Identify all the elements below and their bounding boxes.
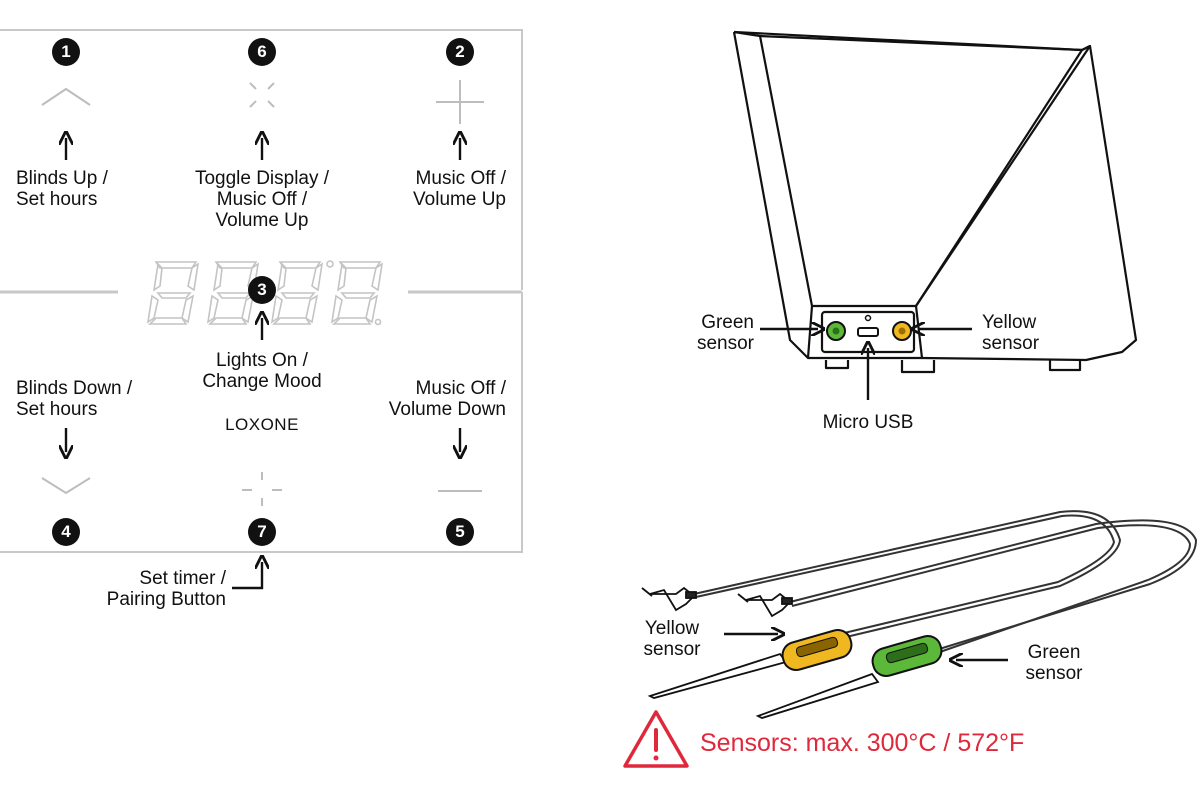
- cable-arrows: [724, 634, 1008, 660]
- label-line: Change Mood: [202, 371, 322, 392]
- cable-label-yellow: Yellow sensor: [626, 618, 718, 660]
- plus-icon: [436, 80, 484, 124]
- label-line: sensor: [696, 333, 754, 354]
- label-line: Music Off /: [216, 189, 308, 210]
- badge-4: 4: [52, 518, 80, 546]
- chevron-up-icon: [41, 87, 91, 106]
- touch-panel: [0, 29, 523, 553]
- brand-logo: LOXONE: [225, 415, 299, 434]
- cable-plug: [737, 592, 793, 618]
- device-label-usb: Micro USB: [822, 412, 914, 433]
- badge-7: 7: [248, 518, 276, 546]
- label-line: Yellow: [982, 312, 1037, 333]
- badge-5: 5: [446, 518, 474, 546]
- yellow-sensor-port: [892, 321, 912, 341]
- label-line: Pairing Button: [106, 589, 226, 610]
- chevron-down-icon: [41, 477, 91, 495]
- device-label-yellow: Yellow sensor: [982, 312, 1039, 354]
- green-probe: [755, 634, 943, 719]
- label-line: Toggle Display /: [194, 168, 330, 189]
- crosshair-icon: [242, 472, 282, 506]
- label-line: Set hours: [16, 189, 98, 210]
- label-line: sensor: [1025, 663, 1083, 684]
- label-line: Lights On /: [216, 350, 308, 371]
- device-label-green: Green sensor: [674, 312, 754, 354]
- label-music-off-up: Music Off / Volume Up: [366, 168, 506, 210]
- seven-segment-display: [146, 260, 384, 326]
- sparkle-icon: [249, 82, 275, 108]
- label-set-timer: Set timer / Pairing Button: [60, 568, 226, 610]
- sensor-cables: [693, 510, 1198, 655]
- cable-plug: [641, 586, 697, 612]
- badge-2: 2: [446, 38, 474, 66]
- label-line: Set hours: [16, 399, 98, 420]
- badge-6: 6: [248, 38, 276, 66]
- label-toggle-display: Toggle Display / Music Off / Volume Up: [162, 168, 362, 231]
- label-lights-on: Lights On / Change Mood: [172, 350, 352, 392]
- label-line: Set timer /: [139, 568, 226, 589]
- label-line: Blinds Down /: [16, 378, 133, 399]
- label-music-off-down: Music Off / Volume Down: [346, 378, 506, 420]
- display-digit: [330, 261, 384, 325]
- display-digit: [206, 261, 260, 325]
- label-line: Volume Up: [215, 210, 309, 231]
- display-digit: [270, 261, 324, 325]
- badge-3: 3: [248, 276, 276, 304]
- label-blinds-down: Blinds Down / Set hours: [16, 378, 132, 420]
- label-line: Blinds Up /: [16, 168, 108, 189]
- device-housing: [732, 30, 1138, 374]
- warning-icon: [623, 710, 689, 768]
- green-sensor-port: [826, 321, 846, 341]
- cable-label-green: Green sensor: [1014, 642, 1094, 684]
- label-line: sensor: [643, 639, 701, 660]
- badge-1: 1: [52, 38, 80, 66]
- label-line: Music Off /: [415, 378, 506, 399]
- label-line: Green: [701, 312, 754, 333]
- panel-arrows: [66, 138, 460, 590]
- label-line: Volume Down: [388, 399, 506, 420]
- label-line: Green: [1027, 642, 1081, 663]
- label-blinds-up: Blinds Up / Set hours: [16, 168, 108, 210]
- yellow-probe: [647, 628, 853, 699]
- label-line: Music Off /: [415, 168, 506, 189]
- warning-text: Sensors: max. 300°C / 572°F: [700, 729, 1025, 757]
- label-line: Yellow: [644, 618, 700, 639]
- label-line: Volume Up: [413, 189, 506, 210]
- device-arrows: [760, 329, 972, 400]
- micro-usb-port: [857, 314, 879, 337]
- label-line: sensor: [982, 333, 1040, 354]
- display-digit: [146, 261, 200, 325]
